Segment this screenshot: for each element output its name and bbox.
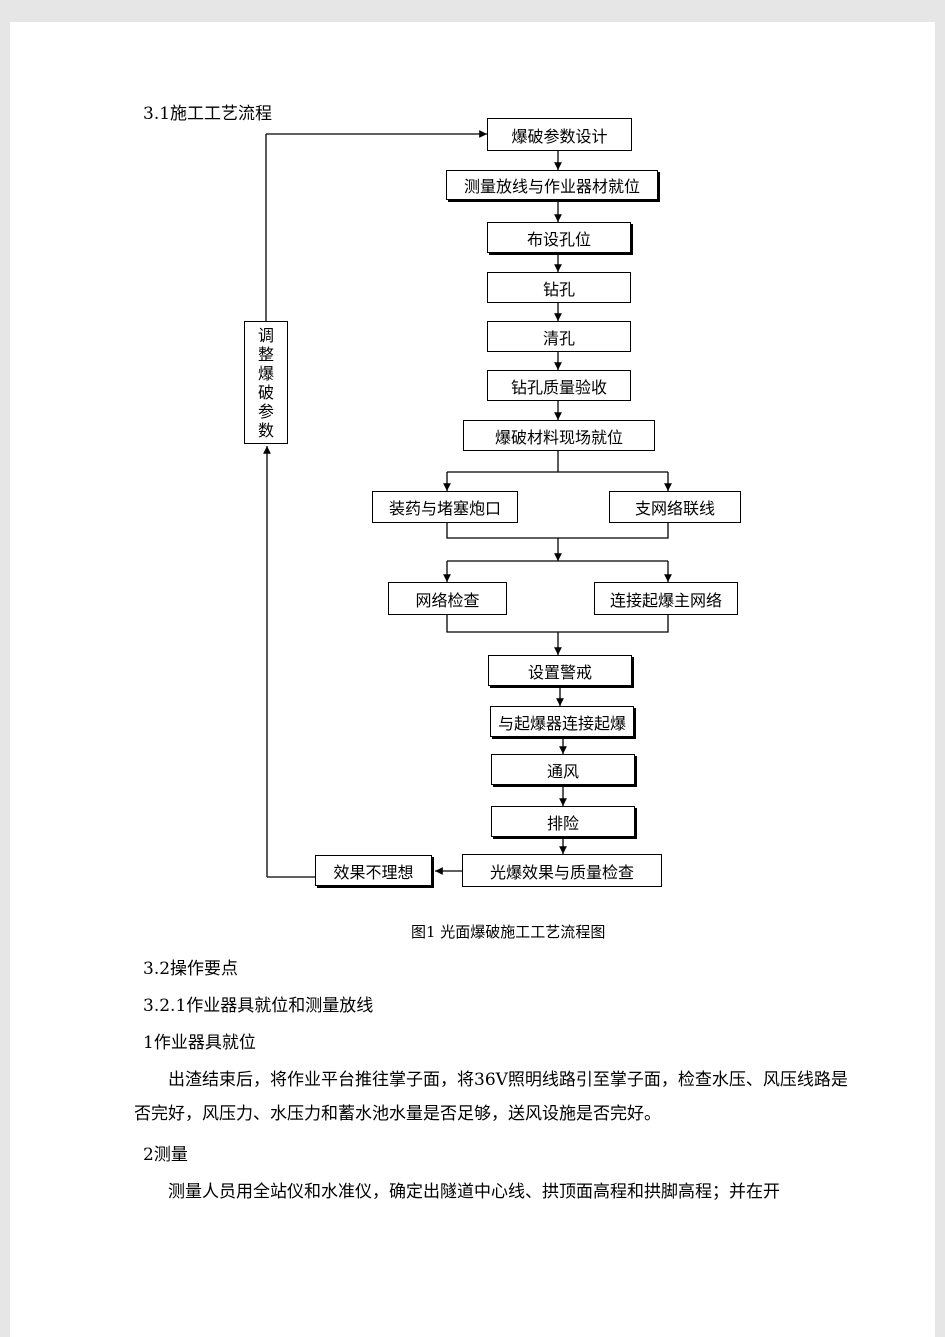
- step-branch-network-connection: 支网络联线: [609, 491, 741, 523]
- step-connect-detonator: 与起爆器连接起爆: [490, 706, 634, 737]
- step-network-check: 网络检查: [388, 582, 507, 615]
- item-2-heading: 2测量: [143, 1145, 188, 1165]
- adjust-char: 破: [257, 383, 274, 402]
- step-material-on-site: 爆破材料现场就位: [463, 420, 655, 451]
- section-3-2-heading: 3.2操作要点: [143, 959, 239, 979]
- step-quality-inspection: 光爆效果与质量检查: [462, 854, 662, 887]
- step-set-warning: 设置警戒: [488, 655, 632, 686]
- step-charging-and-stemming: 装药与堵塞炮口: [372, 491, 518, 523]
- adjust-char: 调: [257, 326, 274, 345]
- adjust-char: 数: [257, 421, 274, 440]
- item-1-heading: 1作业器具就位: [143, 1033, 256, 1053]
- figure-caption: 图1 光面爆破施工工艺流程图: [411, 923, 606, 941]
- step-hazard-removal: 排险: [491, 806, 635, 837]
- step-hole-cleaning: 清孔: [487, 321, 631, 352]
- step-blast-parameter-design: 爆破参数设计: [487, 118, 632, 151]
- section-title: 3.1施工工艺流程: [143, 104, 273, 124]
- flowchart-connectors: [263, 130, 672, 878]
- adjust-char: 爆: [257, 364, 274, 383]
- item-2-paragraph: 测量人员用全站仪和水准仪，确定出隧道中心线、拱顶面高程和拱脚高程；并在开: [168, 1182, 780, 1202]
- step-hole-quality-acceptance: 钻孔质量验收: [487, 370, 631, 401]
- item-1-paragraph: 出渣结束后，将作业平台推往掌子面，将36V照明线路引至掌子面，检查水压、风压线路…: [134, 1070, 848, 1124]
- section-3-2-1-heading: 3.2.1作业器具就位和测量放线: [143, 996, 374, 1016]
- step-survey-and-equipment: 测量放线与作业器材就位: [446, 170, 658, 200]
- feedback-unsatisfactory: 效果不理想: [315, 855, 432, 886]
- step-drilling: 钻孔: [487, 272, 631, 303]
- step-connect-main-network: 连接起爆主网络: [594, 582, 738, 615]
- adjust-char: 整: [257, 345, 274, 364]
- document-page: [10, 22, 935, 1337]
- step-lay-out-holes: 布设孔位: [487, 222, 631, 253]
- adjust-char: 参: [257, 402, 274, 421]
- adjust-blast-parameters: 调 整 爆 破 参 数: [244, 321, 288, 444]
- step-ventilation: 通风: [491, 754, 635, 785]
